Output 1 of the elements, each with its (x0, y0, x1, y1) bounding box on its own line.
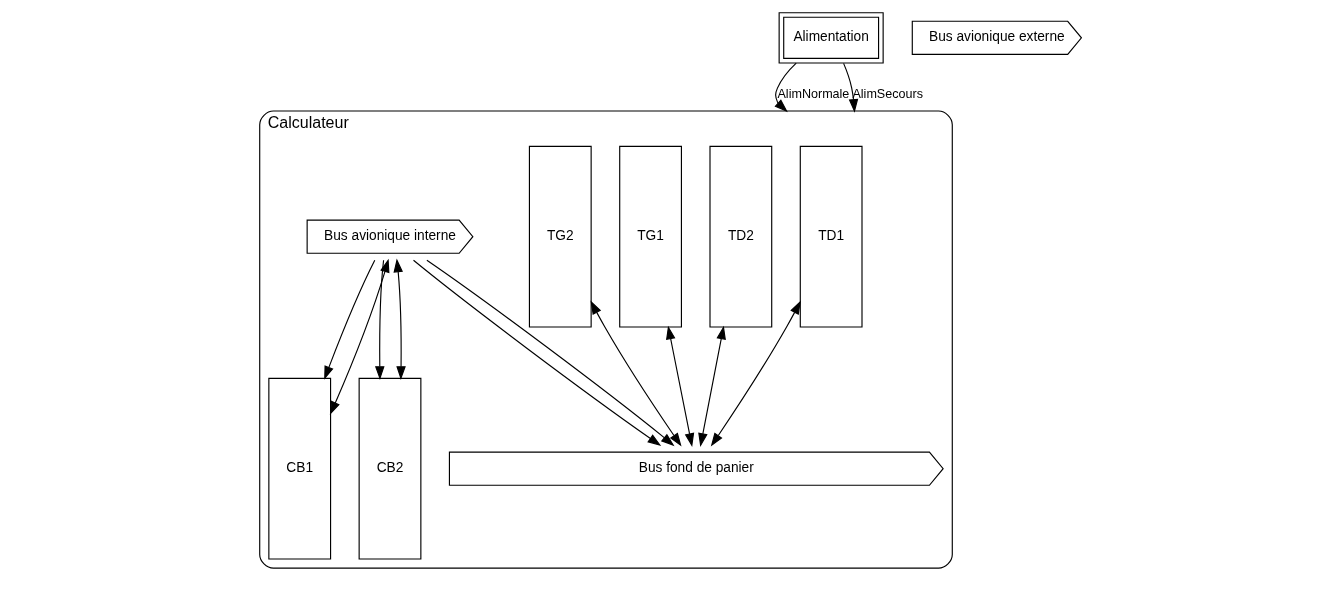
edge-label: AlimNormale (776, 87, 849, 102)
